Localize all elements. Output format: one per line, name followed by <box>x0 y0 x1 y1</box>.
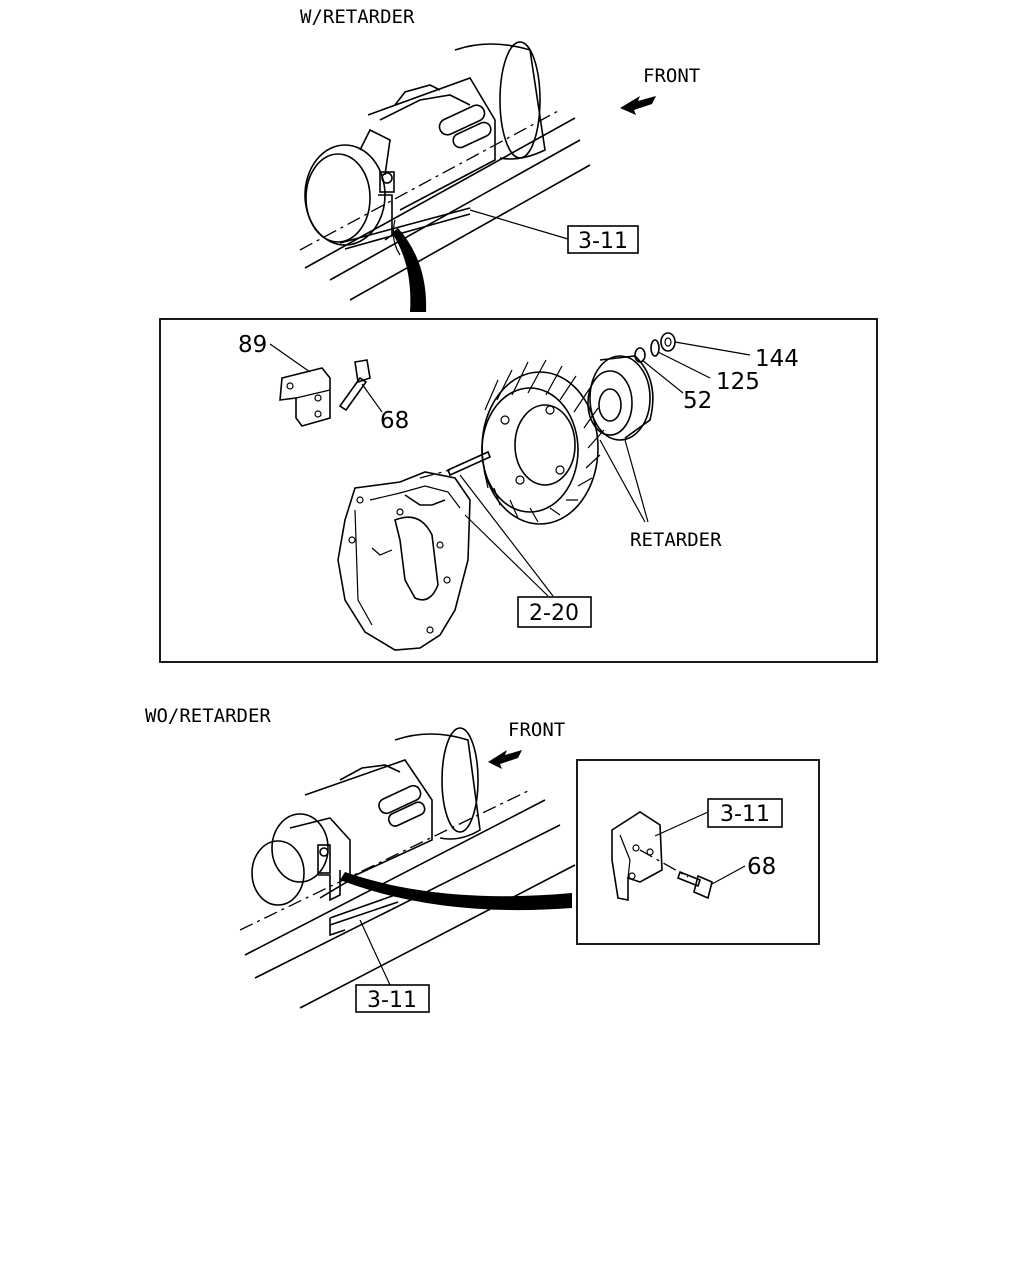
ref-label-2-20: 2-20 <box>529 601 579 626</box>
ref-box-2-20 <box>517 596 592 628</box>
ref-label-3-11-top: 3-11 <box>578 229 628 254</box>
washer-52 <box>634 347 646 363</box>
section-title-without-retarder: WO/RETARDER <box>145 705 271 727</box>
callout-68-bottom: 68 <box>747 854 776 880</box>
front-arrow-icon-top <box>620 96 656 115</box>
transmission-assembly-top <box>304 41 546 256</box>
ref-box-top <box>567 225 639 254</box>
front-arrow-icon-bottom <box>488 750 522 769</box>
ref-box-bottom <box>355 984 430 1013</box>
detail-box-with-retarder <box>159 318 878 663</box>
stud-bolt <box>446 450 492 477</box>
ref-label-3-11-detail: 3-11 <box>720 802 770 827</box>
detail-pointer-bottom <box>340 872 572 911</box>
ref-label-3-11-bottom: 3-11 <box>367 988 417 1013</box>
transmission-assembly-bottom <box>251 727 481 906</box>
ref-box-detail <box>707 798 783 828</box>
callout-retarder: RETARDER <box>630 529 722 551</box>
retarder-drum <box>587 355 654 441</box>
callout-144: 144 <box>755 346 799 372</box>
washer-125 <box>650 339 660 357</box>
callout-89: 89 <box>238 332 267 358</box>
nut-144 <box>660 332 676 352</box>
front-label-bottom: FRONT <box>508 719 565 741</box>
frame-rails-bottom <box>239 789 576 1009</box>
detail-pointer-top <box>392 228 427 312</box>
flywheel-housing <box>337 471 471 651</box>
callout-52: 52 <box>683 388 712 414</box>
frame-rails-top <box>299 109 591 301</box>
section-title-with-retarder: W/RETARDER <box>300 6 415 28</box>
front-label-top: FRONT <box>643 65 700 87</box>
bolt-68-bottom <box>639 849 713 900</box>
retarder-rotor <box>481 359 605 525</box>
callout-68-top: 68 <box>380 408 409 434</box>
callout-125: 125 <box>716 369 760 395</box>
detail-box-without-retarder <box>576 759 820 945</box>
bracket-detail <box>611 811 663 901</box>
bolt-68-top <box>338 359 371 412</box>
bracket-89 <box>279 367 331 427</box>
